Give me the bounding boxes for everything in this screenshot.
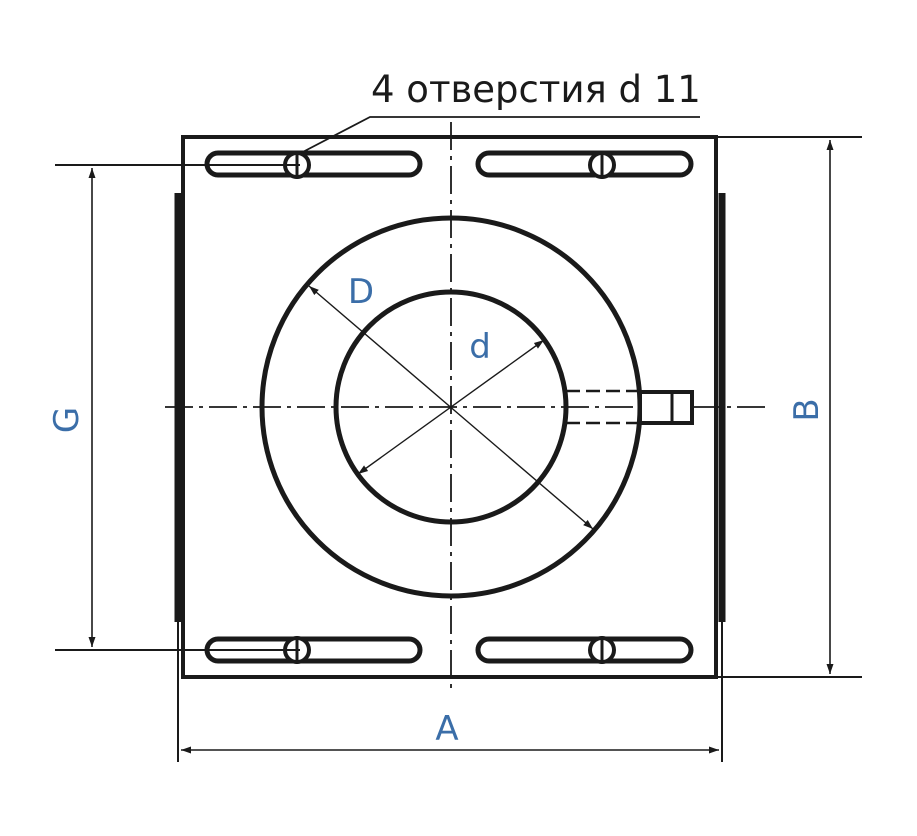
- dimension-label-g: G: [47, 407, 87, 433]
- dimension-label-b: B: [787, 398, 827, 421]
- dimension-label-a: A: [435, 709, 458, 749]
- mounting-slot-top-right: [475, 150, 694, 178]
- dimension-label-inner-d: d: [469, 327, 491, 367]
- holes-note: 4 отверстия d 11: [371, 68, 701, 111]
- bolt-bottom-right: [588, 636, 616, 664]
- holes-note-leader: [296, 116, 700, 156]
- bolt-top-right: [588, 151, 616, 179]
- dimension-line-inner-d: [357, 339, 545, 475]
- dimension-label-outer-d: D: [348, 272, 374, 312]
- side-screw: [638, 390, 694, 425]
- mounting-slot-bottom-right: [475, 636, 694, 664]
